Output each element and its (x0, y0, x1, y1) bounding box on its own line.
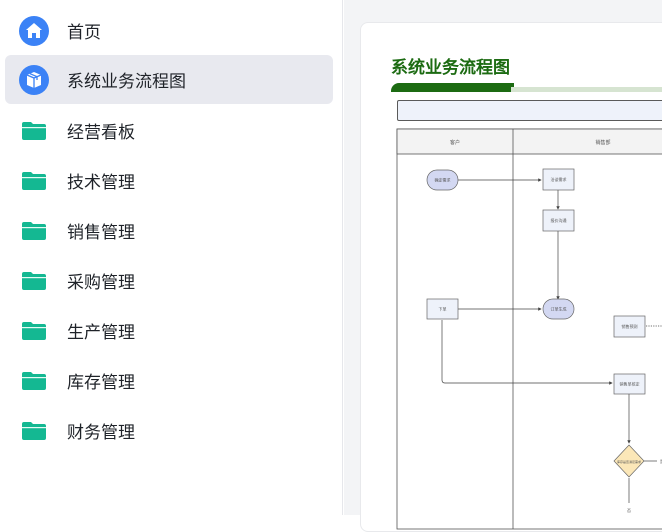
folder-icon (19, 216, 49, 246)
sidebar-item-label: 库存管理 (67, 373, 135, 393)
sidebar-item-label: 生产管理 (67, 323, 135, 343)
node-label: 销售单核定 (620, 381, 640, 387)
sidebar-item-label: 首页 (67, 23, 101, 43)
sidebar-item-sales-management[interactable]: 销售管理 (5, 206, 333, 255)
sidebar-item-label: 经营看板 (67, 123, 135, 143)
folder-icon (19, 116, 49, 146)
sidebar-item-tech-management[interactable]: 技术管理 (5, 156, 333, 205)
folder-icon (19, 416, 49, 446)
flow-node-decision (613, 444, 645, 478)
flow-node-process (542, 168, 575, 191)
sidebar-item-dashboard[interactable]: 经营看板 (5, 106, 333, 155)
sidebar-item-label: 技术管理 (67, 173, 135, 193)
flowchart-diagram[interactable]: 客户 销售部 确定需求 洽谈需求 报价沟通 下单 订单生成 销售 (361, 23, 662, 532)
sidebar-item-home[interactable]: 首页 (5, 6, 333, 55)
node-label: 报价沟通 (551, 217, 567, 223)
sidebar-item-label: 销售管理 (67, 223, 135, 243)
sidebar-item-inventory-management[interactable]: 库存管理 (5, 356, 333, 405)
sidebar-item-label: 财务管理 (67, 423, 135, 443)
title-underline (511, 87, 662, 92)
title-underline-accent (391, 83, 514, 92)
node-label: 订单生成 (551, 306, 567, 312)
flow-node-process (613, 315, 646, 338)
edge (441, 320, 613, 385)
node-label: 洽谈需求 (551, 176, 567, 182)
document-title: 系统业务流程图 (391, 58, 510, 78)
sidebar-item-purchase-management[interactable]: 采购管理 (5, 256, 333, 305)
lane-label-sales: 销售部 (595, 139, 610, 146)
sidebar-item-label: 采购管理 (67, 273, 135, 293)
main-content: 系统业务流程图 客户 销售部 确定需求 (344, 0, 662, 532)
flow-node-terminal (426, 169, 459, 191)
edge-label-no: 否 (627, 508, 631, 513)
lane-label-customer: 客户 (450, 139, 460, 146)
home-icon (19, 15, 49, 46)
flow-node-process (426, 298, 459, 320)
folder-icon (19, 266, 49, 296)
folder-icon (19, 316, 49, 346)
sidebar-item-label: 系统业务流程图 (67, 72, 186, 92)
folder-icon (19, 366, 49, 396)
document-card: 系统业务流程图 客户 销售部 确定需求 (360, 22, 662, 532)
package-icon (19, 64, 49, 95)
edge-label-yes: 是 (660, 458, 662, 464)
sidebar: 首页 系统业务流程图 经营看板 技术管理 销售管理 采购管理 生产管理 库存管理… (5, 0, 343, 515)
swimlane-header (396, 128, 662, 155)
diagram-header-bar (397, 100, 662, 121)
flow-node-terminal (542, 298, 575, 320)
folder-icon (19, 166, 49, 196)
sidebar-item-production-management[interactable]: 生产管理 (5, 306, 333, 355)
node-label: 库存是否满足需求 (617, 459, 641, 464)
node-label: 销售预测 (622, 323, 638, 329)
sidebar-item-business-flowchart[interactable]: 系统业务流程图 (5, 55, 333, 104)
node-label: 下单 (439, 306, 447, 312)
sidebar-item-finance-management[interactable]: 财务管理 (5, 406, 333, 455)
node-label: 确定需求 (435, 177, 451, 183)
flow-node-process (542, 209, 575, 232)
flow-node-process (613, 373, 646, 395)
